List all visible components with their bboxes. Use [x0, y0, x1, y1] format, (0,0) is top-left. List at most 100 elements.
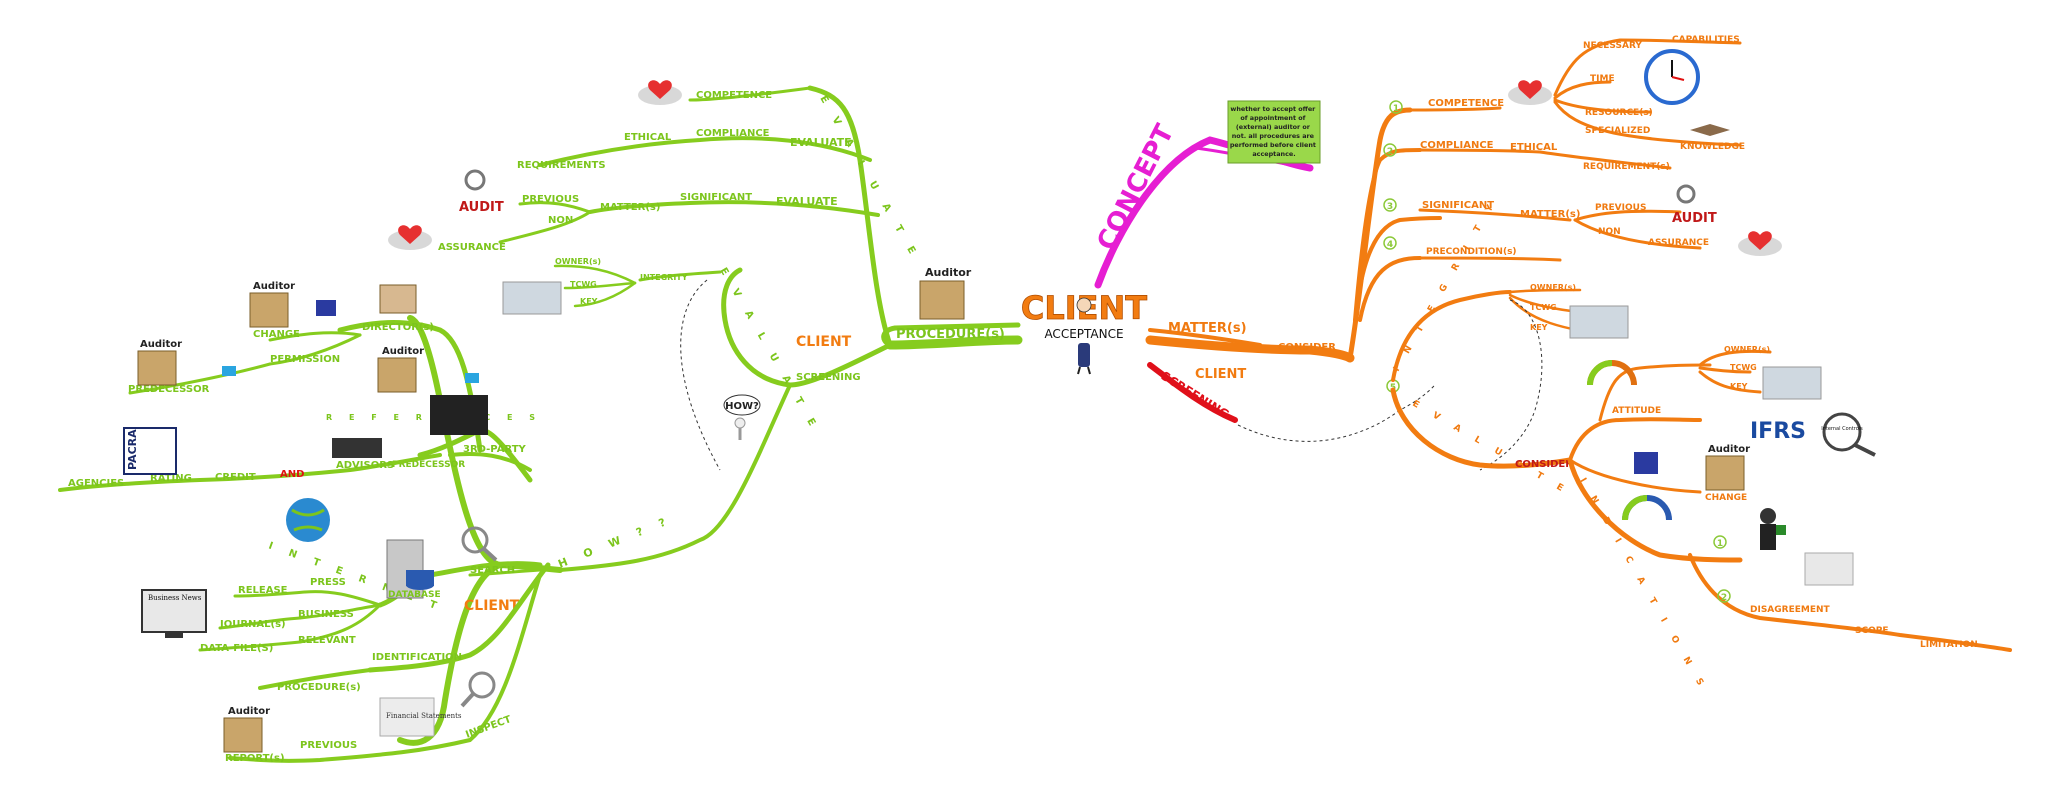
compliance-label-right: COMPLIANCE: [1420, 140, 1494, 151]
number-4: 4: [1387, 240, 1393, 250]
computer-news-icon: Business News: [141, 589, 207, 638]
consider-label-right: CONSIDER: [1278, 342, 1336, 353]
mail-icon-1: [222, 366, 236, 376]
database-server-icon: [386, 539, 434, 599]
heart-hands-icon-right-2: [1738, 231, 1782, 256]
number-3-badge: [1383, 198, 1397, 212]
business-label: BUSINESS: [298, 609, 354, 620]
how-bubble-text: HOW?: [725, 401, 759, 412]
limitation-label: LIMITATION: [1920, 640, 1978, 650]
left-branch: PROCEDURE(s) E V A L U A T E COMPETENCE …: [58, 80, 1023, 764]
owners-label-left: OWNER(s): [555, 257, 601, 266]
auditor-icon-2: [137, 350, 177, 386]
change-label-left: CHANGE: [253, 329, 300, 340]
and-label: AND: [280, 469, 304, 480]
press-label: PRESS: [310, 577, 346, 588]
heart-hands-icon-2: [388, 225, 432, 250]
svg-text:AUDIT: AUDIT: [459, 200, 504, 215]
auditor-label-left-4: Auditor: [228, 706, 270, 717]
indication-1-badge: [1713, 535, 1727, 549]
directors-meeting-icon: [379, 284, 417, 314]
non-label-right: NON: [1598, 227, 1621, 237]
concept-note: whether to accept offer of appointment o…: [1230, 105, 1318, 158]
matters-label-left: MATTER(s): [600, 202, 660, 213]
predecessor-label-left-1: PREDECESSOR: [128, 384, 210, 395]
auditor-icon-main: [919, 280, 965, 320]
indications-spaced: I N D I C A T I O N S: [1577, 477, 1708, 694]
how-bubble: [723, 394, 761, 416]
auditor-icon-1: [249, 292, 289, 328]
book-icon: [1690, 124, 1730, 136]
auditor-label-left-1: Auditor: [253, 281, 295, 292]
credit-label: CREDIT: [215, 472, 256, 483]
competence-label-right: COMPETENCE: [1428, 98, 1504, 109]
matters-label-right-2: MATTER(s): [1520, 209, 1580, 220]
compliance-label-left: COMPLIANCE: [696, 128, 770, 139]
requirements-label-right: REQUIREMENT(s): [1583, 162, 1670, 172]
significant-label-right: SIGNIFICANT: [1422, 200, 1494, 211]
auditor-icon-4: [223, 717, 263, 753]
number-2: 2: [1387, 147, 1393, 157]
client-figure-icon: [1076, 297, 1092, 375]
meeting-photo-icon: [502, 281, 562, 315]
center-subtitle: ACCEPTANCE: [1044, 327, 1123, 341]
previous-label-right: PREVIOUS: [1595, 203, 1646, 213]
competence-label-left: COMPETENCE: [696, 90, 772, 101]
number-1: 1: [1393, 104, 1399, 114]
people-silhouette-icon: [430, 395, 488, 435]
consider-label-right-2: CONSIDER: [1515, 459, 1573, 470]
reports-label: REPORT(s): [225, 753, 285, 764]
magnifier-person-icon: [460, 671, 496, 708]
key-label-left: KEY: [580, 297, 598, 306]
capabilities-label: CAPABILITIES: [1672, 35, 1740, 45]
indication-2-badge: [1717, 589, 1731, 603]
financial-statements-icon: [379, 697, 435, 737]
financial-statements-text: Financial Statements: [386, 712, 462, 720]
auditor-icon-right: [1705, 455, 1745, 491]
search-magnifier-icon: [461, 526, 498, 562]
ifrs-logo: IFRS: [1750, 419, 1806, 444]
owners-label-right-2: OWNER(s): [1724, 345, 1770, 354]
key-label-right-2: KEY: [1730, 382, 1748, 391]
ethical-label-left: ETHICAL: [624, 132, 672, 143]
previous-label-bottom: PREVIOUS: [300, 740, 357, 751]
screening-label-left: SCREENING: [796, 372, 861, 383]
client-small-left-2: CLIENT: [464, 598, 520, 614]
disagreement-label: DISAGREEMENT: [1750, 605, 1831, 615]
globe-icon: [286, 498, 330, 542]
audit-badge-icon-right: AUDIT: [1672, 184, 1717, 226]
center-node: CLIENT ACCEPTANCE: [1020, 289, 1148, 375]
svg-text:Business News: Business News: [148, 594, 202, 602]
concept-label: CONCEPT: [1092, 120, 1181, 256]
meeting-photo-icon-right-2: [1762, 366, 1822, 400]
thief-money-icon: [1760, 508, 1786, 550]
money-shredder-icon: [1804, 552, 1854, 586]
matters-label-right: MATTER(s): [1168, 321, 1247, 336]
clock-icon: [1644, 49, 1700, 105]
resources-label: RESOURCE(s): [1585, 108, 1653, 118]
evaluate-label-left-1: EVALUATE: [790, 136, 852, 149]
rating-label: RATING: [150, 473, 192, 484]
ethical-label-right: ETHICAL: [1510, 142, 1558, 153]
indication-1: 1: [1717, 539, 1723, 549]
procedures-label: PROCEDURE(s): [896, 327, 1005, 342]
meeting-photo-icon-right: [1569, 305, 1629, 339]
tcwg-label-right: TCWG: [1530, 303, 1557, 312]
heart-hands-icon-right: [1508, 80, 1552, 105]
assurance-label-right: ASSURANCE: [1648, 238, 1709, 248]
auditor-label-left-3: Auditor: [382, 346, 424, 357]
tcwg-label-right-2: TCWG: [1730, 363, 1757, 372]
number-3: 3: [1387, 202, 1393, 212]
search-label: SEARCH: [470, 565, 515, 576]
auditor-label-main: Auditor: [925, 266, 972, 279]
knowledge-label: KNOWLEDGE: [1680, 142, 1745, 152]
auditor-label-right: Auditor: [1708, 444, 1750, 455]
client-small-left: CLIENT: [796, 334, 852, 350]
auditor-icon-3: [377, 357, 417, 393]
third-party-label: 3RD-PARTY: [463, 444, 527, 455]
auditor-label-left-2: Auditor: [140, 339, 182, 350]
indication-2: 2: [1721, 593, 1727, 603]
scope-label: SCOPE: [1855, 626, 1888, 636]
